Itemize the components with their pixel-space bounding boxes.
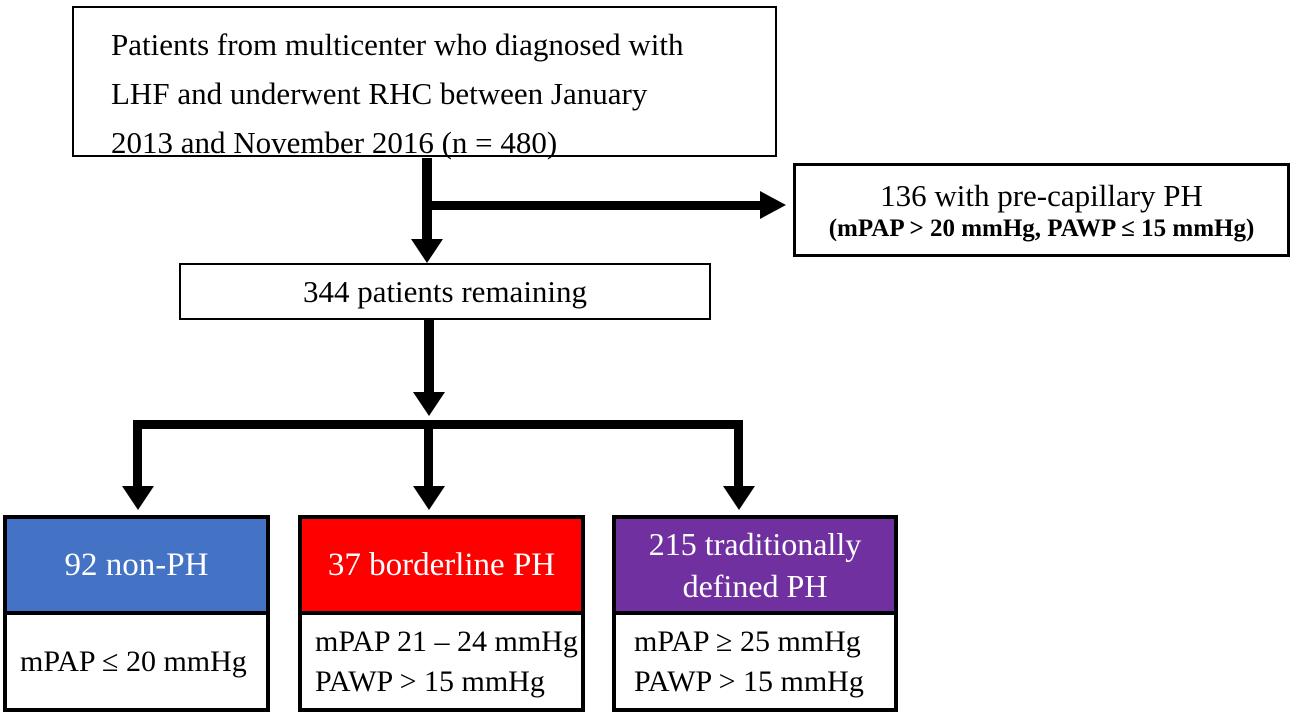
precapillary-criteria-text: (mPAP > 20 mmHg, PAWP ≤ 15 mmHg) (828, 214, 1255, 242)
outcome-criterion: mPAP ≤ 20 mmHg (20, 644, 247, 678)
arrow-shaft-remaining-to-split (424, 320, 434, 393)
branch-connector-bar (133, 420, 743, 429)
outcome-box-traditional-ph: 215 traditionally defined PH mPAP ≥ 25 m… (612, 515, 898, 712)
precapillary-exclusion-box: 136 with pre-capillary PH (mPAP > 20 mmH… (793, 163, 1290, 257)
outcome-criteria-borderline-ph: mPAP 21 – 24 mmHg PAWP > 15 mmHg (302, 615, 581, 708)
arrowhead-down-to-traditional-ph-icon (723, 486, 755, 510)
arrow-shaft-to-non-ph (133, 420, 142, 487)
initial-cohort-box: Patients from multicenter who diagnosed … (72, 6, 777, 160)
outcome-criteria-non-ph: mPAP ≤ 20 mmHg (7, 615, 266, 708)
outcome-box-non-ph: 92 non-PH mPAP ≤ 20 mmHg (3, 515, 270, 712)
outcome-header-non-ph: 92 non-PH (7, 519, 266, 615)
arrow-shaft-to-borderline-ph (424, 429, 433, 487)
arrowhead-right-to-precapillary-icon (760, 191, 786, 219)
arrowhead-down-to-borderline-ph-icon (413, 486, 445, 510)
arrow-shaft-top-to-remaining (422, 158, 432, 240)
outcome-title-borderline-ph: 37 borderline PH (327, 547, 556, 583)
outcome-header-borderline-ph: 37 borderline PH (302, 519, 581, 615)
initial-cohort-line-2: LHF and underwent RHC between January (111, 76, 648, 111)
outcome-criterion: mPAP 21 – 24 mmHg (315, 624, 578, 658)
arrowhead-down-to-remaining-icon (411, 239, 443, 263)
remaining-patients-text: 344 patients remaining (302, 273, 588, 309)
outcome-criteria-traditional-ph: mPAP ≥ 25 mmHg PAWP > 15 mmHg (616, 615, 894, 708)
outcome-box-borderline-ph: 37 borderline PH mPAP 21 – 24 mmHg PAWP … (298, 515, 585, 712)
outcome-criterion: PAWP > 15 mmHg (634, 664, 864, 698)
outcome-criterion: mPAP ≥ 25 mmHg (634, 624, 861, 658)
precapillary-count-text: 136 with pre-capillary PH (880, 177, 1203, 213)
arrowhead-down-to-non-ph-icon (122, 486, 154, 510)
outcome-header-traditional-ph: 215 traditionally defined PH (616, 519, 894, 615)
initial-cohort-line-3: 2013 and November 2016 (n = 480) (111, 125, 558, 160)
arrowhead-down-to-split-icon (413, 392, 445, 416)
initial-cohort-line-1: Patients from multicenter who diagnosed … (111, 27, 684, 62)
outcome-title-traditional-ph: 215 traditionally defined PH (648, 526, 862, 604)
arrow-shaft-to-precapillary (427, 201, 760, 210)
remaining-patients-box: 344 patients remaining (179, 263, 711, 320)
outcome-criterion: PAWP > 15 mmHg (315, 664, 545, 698)
arrow-shaft-to-traditional-ph (734, 420, 743, 487)
outcome-title-non-ph: 92 non-PH (64, 547, 209, 583)
